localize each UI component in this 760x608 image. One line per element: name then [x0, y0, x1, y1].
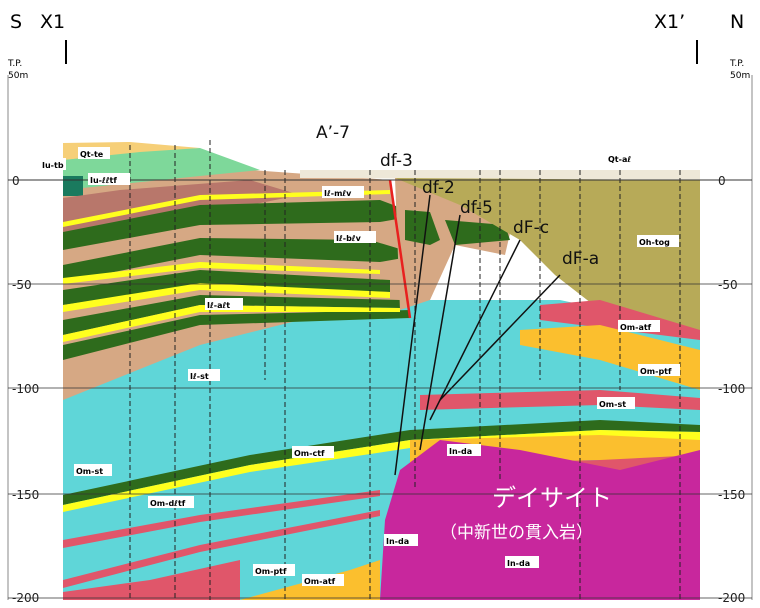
label-box-iu-tb: [40, 158, 66, 170]
fault-line-dfa: [439, 274, 561, 401]
om-ptf-orange-lower: [240, 560, 380, 600]
fault-label-df3: df-3: [380, 151, 413, 171]
unit-label-qt-al: Qt-aℓ: [608, 155, 631, 164]
tick-left-minus100: -100: [12, 382, 39, 396]
tick-left-minus200: -200: [12, 591, 39, 604]
tick-left-0: 0: [12, 174, 20, 188]
unit-label-om-atf-south: Om-atf: [304, 577, 336, 586]
y-axis-ticks-right: 0 -50 -100 -150 -200: [718, 174, 745, 605]
lower-pink-band-1: [63, 490, 380, 548]
tick-right-0: 0: [718, 174, 726, 188]
header-north-letter: N: [730, 11, 744, 33]
unit-label-in-da-upper: In-da: [449, 447, 472, 456]
fault-label-dfa: dF-a: [562, 249, 599, 269]
tick-left-minus150: -150: [12, 488, 39, 502]
unit-label-oh-tog: Oh-tog: [639, 238, 670, 247]
unit-label-il-alt: Iℓ-aℓt: [207, 301, 230, 310]
fault-block-df3-green: [405, 210, 440, 245]
label-box-il-mlv: [322, 186, 364, 198]
label-box-il-alt: [205, 298, 243, 310]
label-box-iu-ltf: [88, 173, 130, 185]
fault-line-a7: [388, 179, 412, 319]
unit-label-om-ptf-north: Om-ptf: [640, 367, 672, 376]
fault-block-df5-green: [445, 220, 510, 245]
yellow-tuff-band-3: [63, 283, 390, 312]
unit-label-om-ptf-south: Om-ptf: [255, 567, 287, 576]
label-box-om-atf-south: [302, 574, 344, 586]
unit-label-iu-ltf: Iu-ℓℓtf: [90, 176, 117, 185]
unit-label-il-st: Iℓ-st: [190, 372, 209, 381]
label-box-om-dltf: [148, 496, 194, 508]
il-blv-green-band: [63, 238, 420, 282]
lower-pink-band-2: [63, 510, 380, 588]
tick-right-minus100: -100: [718, 382, 745, 396]
label-box-om-st-south: [74, 464, 112, 476]
unit-label-om-st-south: Om-st: [76, 467, 103, 476]
boreholes: [129, 140, 681, 600]
label-box-qt-te: [78, 147, 110, 159]
tp-label-right: T.P.: [729, 59, 744, 69]
unit-label-om-dltf: Om-dℓtf: [150, 499, 186, 508]
fault-line-df2: [419, 214, 461, 451]
unit-labels: Qt-te Iu-tb Iu-ℓℓtf Iℓ-mℓv Iℓ-bℓv Iℓ-aℓt…: [40, 147, 680, 586]
fault-label-a7: A’-7: [316, 123, 350, 143]
fault-label-df5: df-5: [460, 198, 493, 218]
unit-label-om-ctf: Om-ctf: [294, 449, 325, 458]
header-section-line-left: X1: [40, 11, 65, 33]
oh-tog-terrace: [395, 178, 700, 335]
unit-label-il-blv: Iℓ-bℓv: [336, 234, 362, 243]
top-elevation-left: 50m: [8, 71, 28, 81]
unit-label-in-da-lower: In-da: [507, 559, 530, 568]
unit-label-il-mlv: Iℓ-mℓv: [324, 189, 352, 198]
label-box-in-da-upper: [447, 444, 481, 456]
brown-mudstone-wedge: [63, 180, 300, 232]
unit-label-om-st-north: Om-st: [599, 400, 626, 409]
label-box-om-ptf-north: [638, 364, 680, 376]
il-alt-green-band-2: [63, 295, 400, 335]
yellow-tuff-band-2: [63, 262, 380, 284]
y-axis-ticks-left: 0 -50 -100 -150 -200: [12, 174, 39, 605]
il-mlv-green-band: [63, 200, 420, 250]
tick-right-minus200: -200: [718, 591, 745, 604]
unit-label-qt-te: Qt-te: [80, 150, 104, 159]
label-box-om-atf-north: [618, 320, 660, 332]
fault-label-df2: df-2: [422, 178, 455, 198]
label-box-om-ptf-south: [253, 564, 295, 576]
il-st-green-band: [63, 310, 410, 360]
tick-right-minus50: -50: [718, 278, 738, 292]
iu-tb-block: [63, 176, 83, 196]
tp-label-left: T.P.: [7, 59, 22, 69]
header-south-letter: S: [10, 11, 22, 33]
fault-line-dfc: [429, 239, 521, 421]
header-section-line-right: X1’: [654, 11, 685, 33]
label-box-in-da-middle: [384, 534, 418, 546]
il-alt-green-band-1: [63, 270, 390, 305]
unit-label-om-atf-north: Om-atf: [620, 323, 652, 332]
label-box-om-st-north: [597, 397, 635, 409]
tick-left-minus50: -50: [12, 278, 32, 292]
label-box-il-st: [188, 369, 220, 381]
label-box-in-da-lower: [505, 556, 539, 568]
fault-label-dfc: dF-c: [513, 218, 549, 238]
label-box-om-ctf: [292, 446, 334, 458]
fault-line-df3: [394, 194, 431, 476]
dacite-subtitle: （中新世の貫入岩）: [440, 523, 593, 543]
label-box-il-blv: [334, 231, 376, 243]
label-box-qt-al: [606, 152, 648, 164]
unit-label-in-da-middle: In-da: [386, 537, 409, 546]
geology-layers: [63, 142, 700, 600]
fault-lines: [388, 179, 561, 476]
dacite-title: デイサイト: [492, 484, 612, 512]
in-da-intrusive-body: [380, 440, 700, 600]
om-atf-pink-lower: [63, 560, 240, 600]
label-box-oh-tog: [637, 235, 679, 247]
om-ctf-green-band: [63, 420, 700, 505]
elevation-gridlines: [8, 179, 752, 599]
tick-right-minus150: -150: [718, 488, 745, 502]
fault-labels: A’-7 df-3 df-2 df-5 dF-c dF-a: [316, 123, 599, 269]
unit-label-iu-tb: Iu-tb: [42, 161, 64, 170]
top-elevation-right: 50m: [730, 71, 750, 81]
